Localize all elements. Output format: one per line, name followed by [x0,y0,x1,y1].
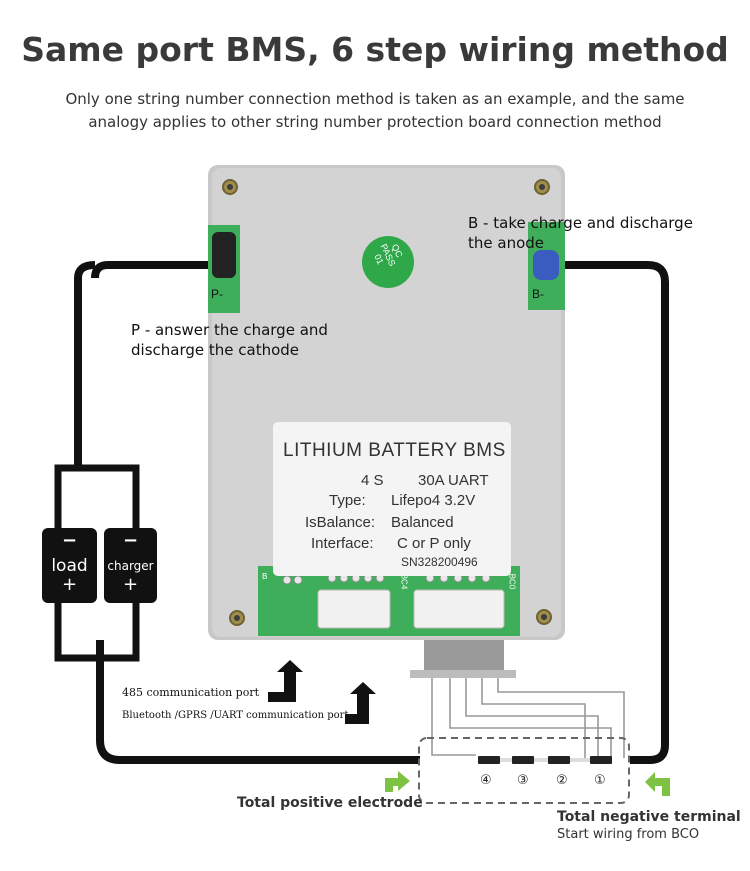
qc-pass-sticker [362,236,414,288]
total-negative-label: Total negative terminal [557,809,741,825]
load-device: − load + [42,528,97,603]
conn-bc0-label: BC0 [507,573,517,590]
p-terminal-line-1: P - answer the charge and [131,321,328,339]
charger-plus: + [122,574,139,595]
sticker-type-label: Type: [329,492,366,509]
arrow-negative-icon [645,772,670,796]
sticker-series: 4 S [361,472,384,489]
b-terminal-line-2: the anode [468,234,545,252]
battery-pack-outline [418,737,630,804]
load-minus: − [61,530,78,551]
total-positive-label: Total positive electrode [237,795,423,811]
charger-minus: − [122,530,139,551]
sticker-title: LITHIUM BATTERY BMS [283,440,506,461]
cell-3-label: ③ [517,773,529,788]
page-title: Same port BMS, 6 step wiring method [21,30,729,69]
conn-bc4-label: BC4 [399,573,409,590]
b-terminal-label: B - take charge and discharge the anode [468,213,693,253]
arrow-485-icon [268,660,303,702]
left-wire-top [74,261,96,279]
cell-2-label: ② [556,773,568,788]
subtitle: Only one string number connection method… [60,88,690,134]
sticker-current: 30A UART [418,472,489,489]
arrow-bt-icon [345,682,376,724]
sticker-type-value: Lifepo4 3.2V [391,492,476,509]
bottom-wire [96,640,420,764]
start-wiring-label: Start wiring from BCO [557,827,700,842]
bms-spec-sticker: LITHIUM BATTERY BMS 4 S 30A UART Type: L… [273,422,511,576]
cell-4-label: ④ [480,773,492,788]
cell-symbols [478,756,612,764]
balance-wires [431,678,625,758]
right-return-wire [555,261,669,764]
sticker-interface-label: Interface: [311,535,374,552]
load-label: load [51,556,88,576]
conn-b-label: B [262,572,268,581]
load-plus: + [61,574,78,595]
arrow-positive-icon [385,771,410,792]
cell-1-label: ① [594,773,606,788]
connector-balance [413,589,505,629]
sticker-serial: SN328200496 [401,555,478,569]
charger-device: − charger + [104,528,157,603]
sticker-balance-label: IsBalance: [305,514,376,531]
sticker-interface-value: C or P only [397,535,471,552]
mounting-holes [222,179,552,626]
p-terminal-line-2: discharge the cathode [131,341,300,359]
pad-p-label: P- [211,287,223,301]
negative-loop-wire [91,261,215,279]
p-terminal-label: P - answer the charge and discharge the … [131,320,328,360]
connector-485 [317,589,391,629]
charger-label: charger [107,559,154,573]
b-terminal-line-1: B - take charge and discharge [468,214,693,232]
port-bt-label: Bluetooth /GPRS /UART communication port [122,710,349,721]
pad-b-label: B- [532,287,544,301]
sticker-balance-value: Balanced [391,514,454,531]
balance-plug [424,640,504,674]
subtitle-line-2: analogy applies to other string number p… [88,113,662,131]
port-485-label: 485 communication port [122,686,260,699]
subtitle-line-1: Only one string number connection method… [65,90,685,108]
